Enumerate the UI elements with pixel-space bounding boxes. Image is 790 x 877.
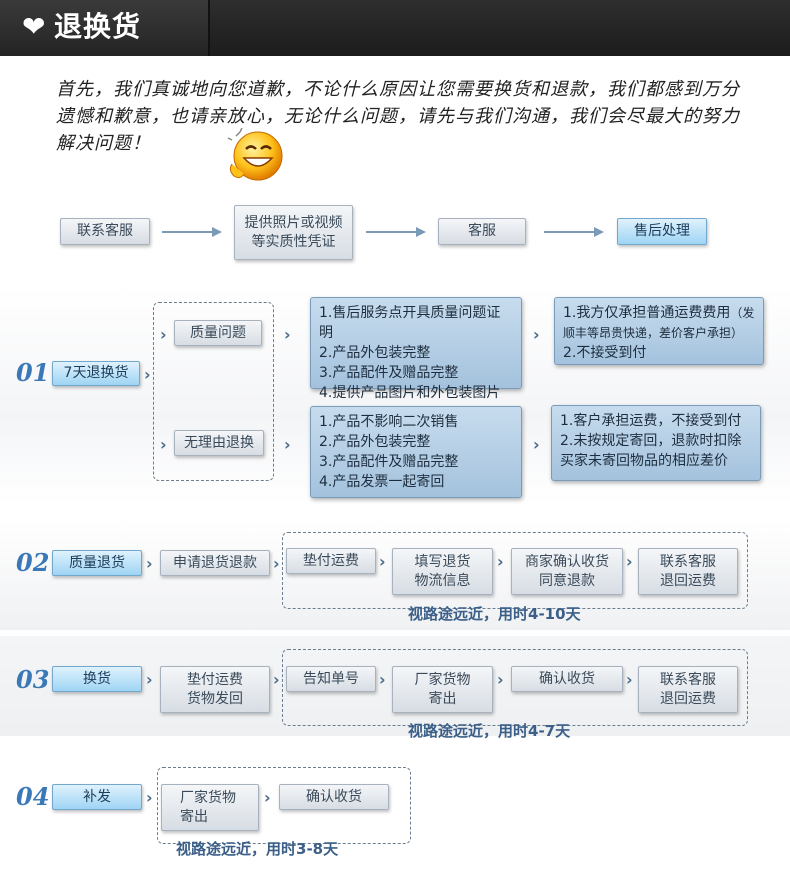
arrow-right-icon [416,227,426,237]
chevron-right-icon: › [533,325,540,344]
section3-duration-caption: 视路途远近，用时4-7天 [408,722,571,740]
header-tab [0,0,210,56]
exchange-label: 换货 [52,666,142,692]
arrow-right-icon [594,227,604,237]
chevron-right-icon: › [284,325,291,344]
factory-ship-box: 厂家货物 寄出 [161,784,259,831]
no-reason-return-box: 无理由退换 [174,430,264,456]
arrow-line [544,231,594,233]
contact-service-box: 联系客服 [60,218,150,245]
quality-result-note: （发顺丰等昂贵快递，差价客户承担） [563,306,755,340]
section2-duration-caption: 视路途远近，用时4-10天 [408,605,581,623]
chevron-right-icon: › [626,552,633,571]
quality-result-text: 1.我方仅承担普通运费费用 [563,305,731,321]
noreason-result-box: 1.客户承担运费，不接受到付 2.未按规定寄回，退款时扣除买家未寄回物品的相应差… [551,405,761,481]
chevron-right-icon: › [497,552,504,571]
notify-tracking-box: 告知单号 [286,666,376,692]
merchant-confirm-box: 商家确认收货 同意退款 [511,548,623,595]
heart-icon: ❤ [22,10,46,43]
section-number-01: 01 [16,358,50,387]
chevron-right-icon: › [146,554,153,573]
arrow-line [162,231,212,233]
smiley-icon [227,128,283,181]
service-box: 客服 [438,218,526,245]
chevron-right-icon: › [379,670,386,689]
chevron-right-icon: › [146,670,153,689]
evidence-box: 提供照片或视频 等实质性凭证 [234,205,353,260]
quality-issue-box: 质量问题 [174,320,262,346]
factory-ship-box: 厂家货物 寄出 [392,666,493,713]
quality-result-line-2: 2.不接受到付 [563,345,647,361]
chevron-right-icon: › [533,435,540,454]
chevron-right-icon: › [264,788,271,807]
prepay-return-box: 垫付运费 货物发回 [160,666,270,713]
chevron-right-icon: › [626,670,633,689]
chevron-right-icon: › [273,670,280,689]
arrow-right-icon [212,227,222,237]
seven-day-return-label: 7天退换货 [52,361,140,386]
chevron-right-icon: › [146,788,153,807]
section2-steps-frame [282,532,748,609]
refund-freight-box: 联系客服 退回运费 [638,548,738,595]
section3-steps-frame [282,649,748,726]
quality-result-line-1: 1.我方仅承担普通运费费用（发顺丰等昂贵快递，差价客户承担） [563,303,755,343]
after-sales-box: 售后处理 [617,218,707,245]
reissue-label: 补发 [52,784,142,810]
apply-refund-box: 申请退货退款 [160,550,270,576]
section4-duration-caption: 视路途远近，用时3-8天 [176,840,339,858]
page-title: 退换货 [54,10,142,43]
chevron-right-icon: › [284,435,291,454]
chevron-right-icon: › [144,365,151,384]
chevron-right-icon: › [160,325,167,344]
quality-result-box: 1.我方仅承担普通运费费用（发顺丰等昂贵快递，差价客户承担） 2.不接受到付 [554,297,764,365]
quality-requirements-box: 1.售后服务点开具质量问题证明 2.产品外包装完整 3.产品配件及赠品完整 4.… [310,297,522,401]
intro-text: 首先，我们真诚地向您道歉，不论什么原因让您需要换货和退款，我们都感到万分遗憾和歉… [56,79,740,154]
chevron-right-icon: › [160,435,167,454]
section-number-03: 03 [16,665,50,694]
section-number-04: 04 [16,782,50,811]
prepay-freight-box: 垫付运费 [286,548,376,574]
chevron-right-icon: › [273,554,280,573]
chevron-right-icon: › [497,670,504,689]
noreason-requirements-box: 1.产品不影响二次销售 2.产品外包装完整 3.产品配件及赠品完整 4.产品发票… [310,406,522,498]
confirm-receipt-box: 确认收货 [279,784,389,810]
quality-return-label: 质量退货 [52,550,142,576]
confirm-receipt-box: 确认收货 [511,666,623,692]
arrow-line [366,231,416,233]
fill-logistics-box: 填写退货 物流信息 [392,548,493,595]
refund-freight-box: 联系客服 退回运费 [638,666,738,713]
section1-options-frame [153,302,274,481]
section-number-02: 02 [16,548,50,577]
section4-steps-frame [157,767,411,844]
chevron-right-icon: › [379,552,386,571]
